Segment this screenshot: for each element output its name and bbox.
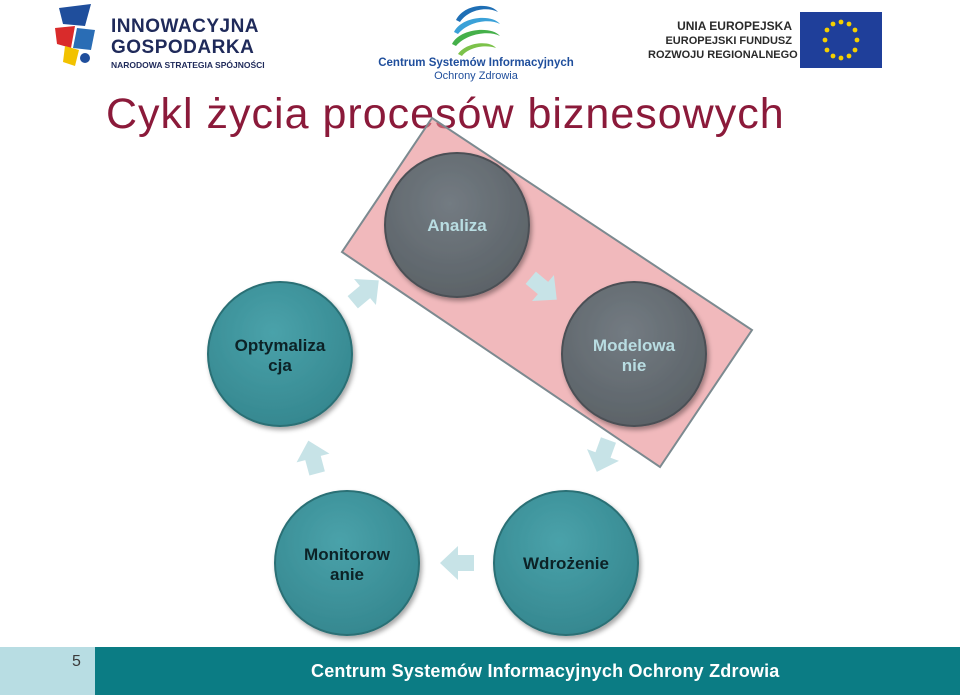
- eu-line3: ROZWOJU REGIONALNEGO: [648, 49, 798, 61]
- node-modelowanie[interactable]: Modelowa nie: [561, 281, 707, 427]
- ig-line1: INNOWACYJNA: [111, 16, 260, 37]
- csioz-logo: Centrum Systemów Informacyjnych Ochrony …: [378, 2, 574, 84]
- ig-logo-mark: [55, 4, 95, 66]
- ig-line3: NARODOWA STRATEGIA SPÓJNOŚCI: [111, 60, 265, 70]
- footer-text: Centrum Systemów Informacyjnych Ochrony …: [311, 661, 780, 681]
- innowacyjna-gospodarka-logo: INNOWACYJNA GOSPODARKA NARODOWA STRATEGI…: [55, 4, 265, 74]
- eu-line1: UNIA EUROPEJSKA: [677, 19, 792, 33]
- eu-line2: EUROPEJSKI FUNDUSZ: [665, 35, 792, 47]
- node-wdrozenie-label: Wdrożenie: [523, 554, 609, 573]
- logo-bar: INNOWACYJNA GOSPODARKA NARODOWA STRATEGI…: [0, 0, 960, 90]
- eu-logo: UNIA EUROPEJSKA EUROPEJSKI FUNDUSZ ROZWO…: [648, 12, 888, 72]
- page-number: 5: [72, 653, 81, 670]
- csioz-swirl-icon: [452, 5, 500, 56]
- node-analiza[interactable]: Analiza: [384, 152, 530, 298]
- csioz-line2: Ochrony Zdrowia: [434, 70, 518, 82]
- arrow-analiza-to-modelowanie: [525, 271, 557, 302]
- csioz-line1: Centrum Systemów Informacyjnych: [378, 57, 574, 69]
- ig-line2: GOSPODARKA: [111, 37, 255, 58]
- node-optymalizacja-label-1: Optymaliza: [235, 336, 326, 355]
- arrow-optymalizacja-to-analiza: [347, 278, 379, 309]
- footer-bar: 5 Centrum Systemów Informacyjnych Ochron…: [0, 647, 960, 695]
- node-analiza-label: Analiza: [427, 216, 487, 235]
- node-modelowanie-label-1: Modelowa: [593, 336, 676, 355]
- arrow-wdrozenie-to-monitorowanie: [440, 546, 474, 580]
- node-optymalizacja[interactable]: Optymaliza cja: [207, 281, 353, 427]
- node-optymalizacja-label-2: cja: [268, 356, 292, 375]
- node-monitorowanie[interactable]: Monitorow anie: [274, 490, 420, 636]
- node-modelowanie-label-2: nie: [622, 356, 647, 375]
- node-monitorowanie-label-2: anie: [330, 565, 364, 584]
- page-number-box: 5: [0, 647, 95, 695]
- arrow-monitorowanie-to-optymalizacja: [296, 440, 330, 476]
- arrow-modelowanie-to-wdrozenie: [587, 437, 619, 472]
- node-wdrozenie[interactable]: Wdrożenie: [493, 490, 639, 636]
- eu-flag-icon: [800, 12, 882, 68]
- node-monitorowanie-label-1: Monitorow: [304, 545, 391, 564]
